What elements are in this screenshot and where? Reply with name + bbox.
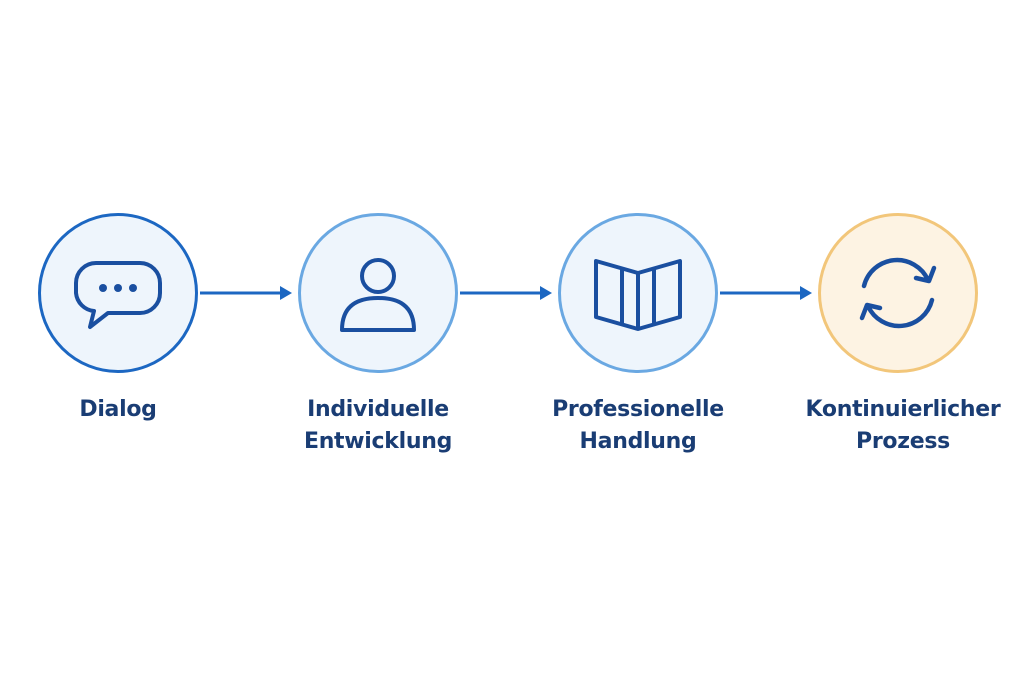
- step-label-individual: Individuelle Entwicklung: [263, 394, 493, 458]
- refresh-cycle-icon: [850, 248, 946, 338]
- step-continuous-circle: [818, 213, 978, 373]
- step-label-continuous: Kontinuierlicher Prozess: [788, 394, 1018, 458]
- arrow-connector: [200, 286, 292, 300]
- step-dialog-circle: [38, 213, 198, 373]
- label-line: Kontinuierlicher: [805, 397, 1001, 422]
- label-line: Professionelle: [552, 397, 724, 422]
- chat-bubble-icon: [68, 253, 168, 333]
- user-icon: [333, 248, 423, 338]
- step-individual-circle: [298, 213, 458, 373]
- step-label-dialog: Dialog: [3, 394, 233, 426]
- arrow-connector: [460, 286, 552, 300]
- label-line: Prozess: [856, 429, 950, 454]
- step-professional-circle: [558, 213, 718, 373]
- label-line: Dialog: [79, 397, 157, 422]
- arrow-connector: [720, 286, 812, 300]
- label-line: Individuelle: [307, 397, 449, 422]
- open-book-icon: [590, 253, 686, 333]
- step-label-professional: Professionelle Handlung: [523, 394, 753, 458]
- label-line: Handlung: [579, 429, 697, 454]
- label-line: Entwicklung: [303, 429, 453, 454]
